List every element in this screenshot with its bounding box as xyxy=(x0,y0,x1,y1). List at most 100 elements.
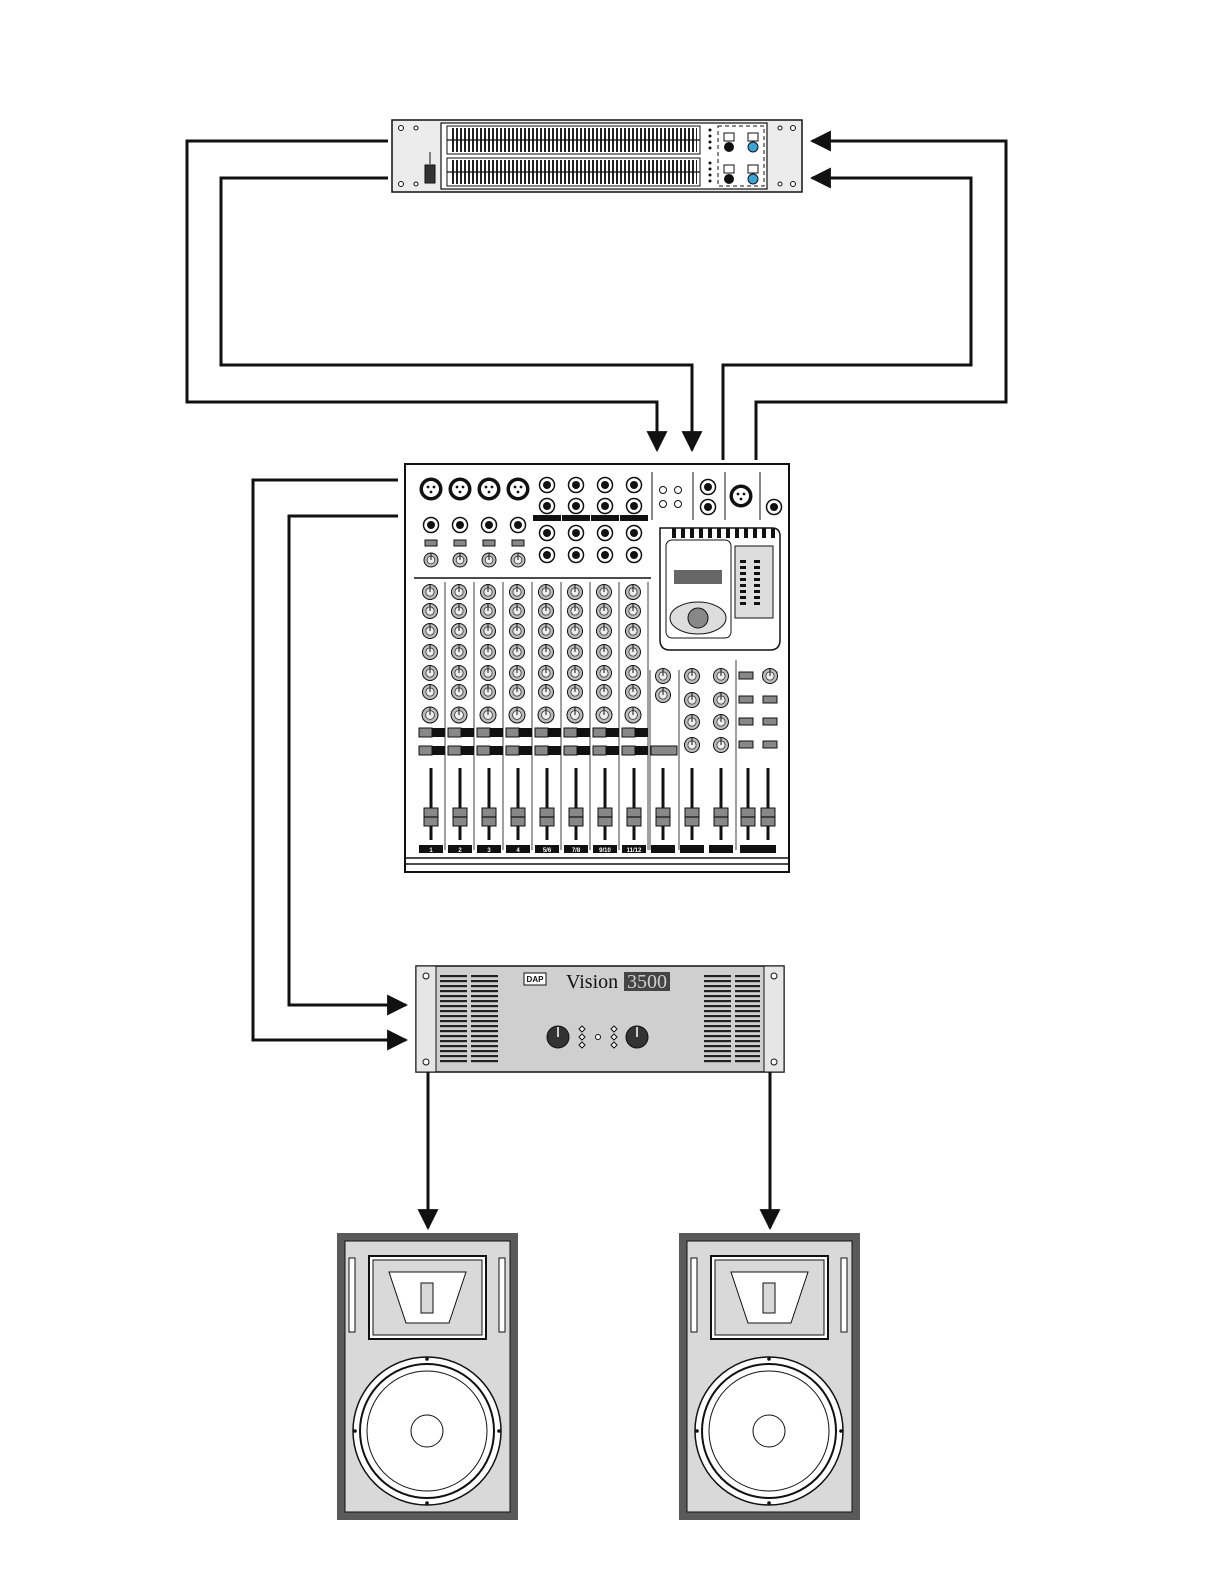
eq-knob-5[interactable] xyxy=(481,666,496,681)
pan-knob[interactable] xyxy=(538,707,554,723)
solo-button[interactable] xyxy=(519,728,532,737)
assign-button[interactable] xyxy=(763,696,777,703)
eq-knob-6[interactable] xyxy=(510,685,525,700)
eq-knob-2[interactable] xyxy=(481,604,496,619)
eq-knob-2[interactable] xyxy=(539,604,554,619)
pfl-button[interactable] xyxy=(448,746,461,755)
eq-knob-6[interactable] xyxy=(481,685,496,700)
eq-knob-2[interactable] xyxy=(452,604,467,619)
eq-knob-5[interactable] xyxy=(626,666,641,681)
pan-knob[interactable] xyxy=(480,707,496,723)
pad-switch[interactable] xyxy=(512,540,524,546)
eq-knob-4[interactable] xyxy=(568,645,583,660)
mute-button[interactable] xyxy=(448,728,461,737)
eq-knob-1[interactable] xyxy=(423,585,438,600)
eq-knob-4[interactable] xyxy=(510,645,525,660)
eq-jack-1[interactable] xyxy=(748,142,758,152)
master-knob[interactable] xyxy=(685,693,700,708)
eq-knob-2[interactable] xyxy=(423,604,438,619)
route-button[interactable] xyxy=(577,746,590,755)
master-knob[interactable] xyxy=(714,715,729,730)
eq-knob-1[interactable] xyxy=(597,585,612,600)
assign-button[interactable] xyxy=(739,741,753,748)
eq-knob-1[interactable] xyxy=(481,585,496,600)
eq-knob-3[interactable] xyxy=(626,624,641,639)
master-knob[interactable] xyxy=(685,715,700,730)
return-knob[interactable] xyxy=(656,669,671,684)
mute-button[interactable] xyxy=(593,728,606,737)
eq-knob-3[interactable] xyxy=(481,624,496,639)
eq-knob-2[interactable] xyxy=(724,174,734,184)
pad-switch[interactable] xyxy=(483,540,495,546)
solo-button[interactable] xyxy=(606,728,619,737)
rca-jack[interactable] xyxy=(675,501,682,508)
pan-knob[interactable] xyxy=(567,707,583,723)
route-button[interactable] xyxy=(606,746,619,755)
route-button[interactable] xyxy=(548,746,561,755)
return-knob[interactable] xyxy=(656,688,671,703)
solo-button[interactable] xyxy=(461,728,474,737)
pfl-button[interactable] xyxy=(622,746,635,755)
eq-knob-4[interactable] xyxy=(597,645,612,660)
eq-knob-2[interactable] xyxy=(597,604,612,619)
master-knob[interactable] xyxy=(714,738,729,753)
mute-button[interactable] xyxy=(419,728,432,737)
pfl-button[interactable] xyxy=(593,746,606,755)
eq-knob-1[interactable] xyxy=(452,585,467,600)
eq-knob-3[interactable] xyxy=(539,624,554,639)
eq-knob-5[interactable] xyxy=(568,666,583,681)
route-button[interactable] xyxy=(519,746,532,755)
eq-knob-5[interactable] xyxy=(510,666,525,681)
master-button[interactable] xyxy=(739,672,753,679)
pfl-button[interactable] xyxy=(477,746,490,755)
eq-knob-2[interactable] xyxy=(568,604,583,619)
power-switch[interactable] xyxy=(425,165,435,183)
eq-knob-1[interactable] xyxy=(510,585,525,600)
route-button[interactable] xyxy=(461,746,474,755)
eq-knob-2[interactable] xyxy=(510,604,525,619)
eq-knob-6[interactable] xyxy=(452,685,467,700)
effects-selector-knob[interactable] xyxy=(688,608,708,628)
eq-knob-4[interactable] xyxy=(452,645,467,660)
gain-knob[interactable] xyxy=(453,553,467,567)
eq-knob-5[interactable] xyxy=(597,666,612,681)
pfl-button[interactable] xyxy=(506,746,519,755)
eq-knob-6[interactable] xyxy=(539,685,554,700)
eq-knob-3[interactable] xyxy=(423,624,438,639)
gain-knob[interactable] xyxy=(482,553,496,567)
assign-button[interactable] xyxy=(739,696,753,703)
mute-button[interactable] xyxy=(477,728,490,737)
route-button[interactable] xyxy=(490,746,503,755)
rca-jack[interactable] xyxy=(660,487,667,494)
mute-button[interactable] xyxy=(622,728,635,737)
pad-switch[interactable] xyxy=(454,540,466,546)
assign-button[interactable] xyxy=(739,718,753,725)
solo-button[interactable] xyxy=(548,728,561,737)
eq-knob-3[interactable] xyxy=(568,624,583,639)
solo-button[interactable] xyxy=(490,728,503,737)
assign-button[interactable] xyxy=(763,741,777,748)
pfl-button[interactable] xyxy=(535,746,548,755)
eq-knob-5[interactable] xyxy=(423,666,438,681)
solo-button[interactable] xyxy=(432,728,445,737)
master-knob[interactable] xyxy=(685,738,700,753)
eq-knob-2[interactable] xyxy=(626,604,641,619)
pan-knob[interactable] xyxy=(509,707,525,723)
solo-button[interactable] xyxy=(635,728,648,737)
pad-switch[interactable] xyxy=(425,540,437,546)
master-knob[interactable] xyxy=(714,669,729,684)
eq-knob-6[interactable] xyxy=(423,685,438,700)
pfl-button[interactable] xyxy=(419,746,432,755)
route-button[interactable] xyxy=(635,746,648,755)
gain-knob[interactable] xyxy=(511,553,525,567)
rca-jack[interactable] xyxy=(675,487,682,494)
eq-knob-3[interactable] xyxy=(597,624,612,639)
eq-knob-6[interactable] xyxy=(626,685,641,700)
eq-knob-6[interactable] xyxy=(597,685,612,700)
gain-knob[interactable] xyxy=(424,553,438,567)
eq-knob-4[interactable] xyxy=(481,645,496,660)
eq-knob-4[interactable] xyxy=(626,645,641,660)
eq-knob-5[interactable] xyxy=(539,666,554,681)
route-button[interactable] xyxy=(432,746,445,755)
master-knob[interactable] xyxy=(763,669,778,684)
